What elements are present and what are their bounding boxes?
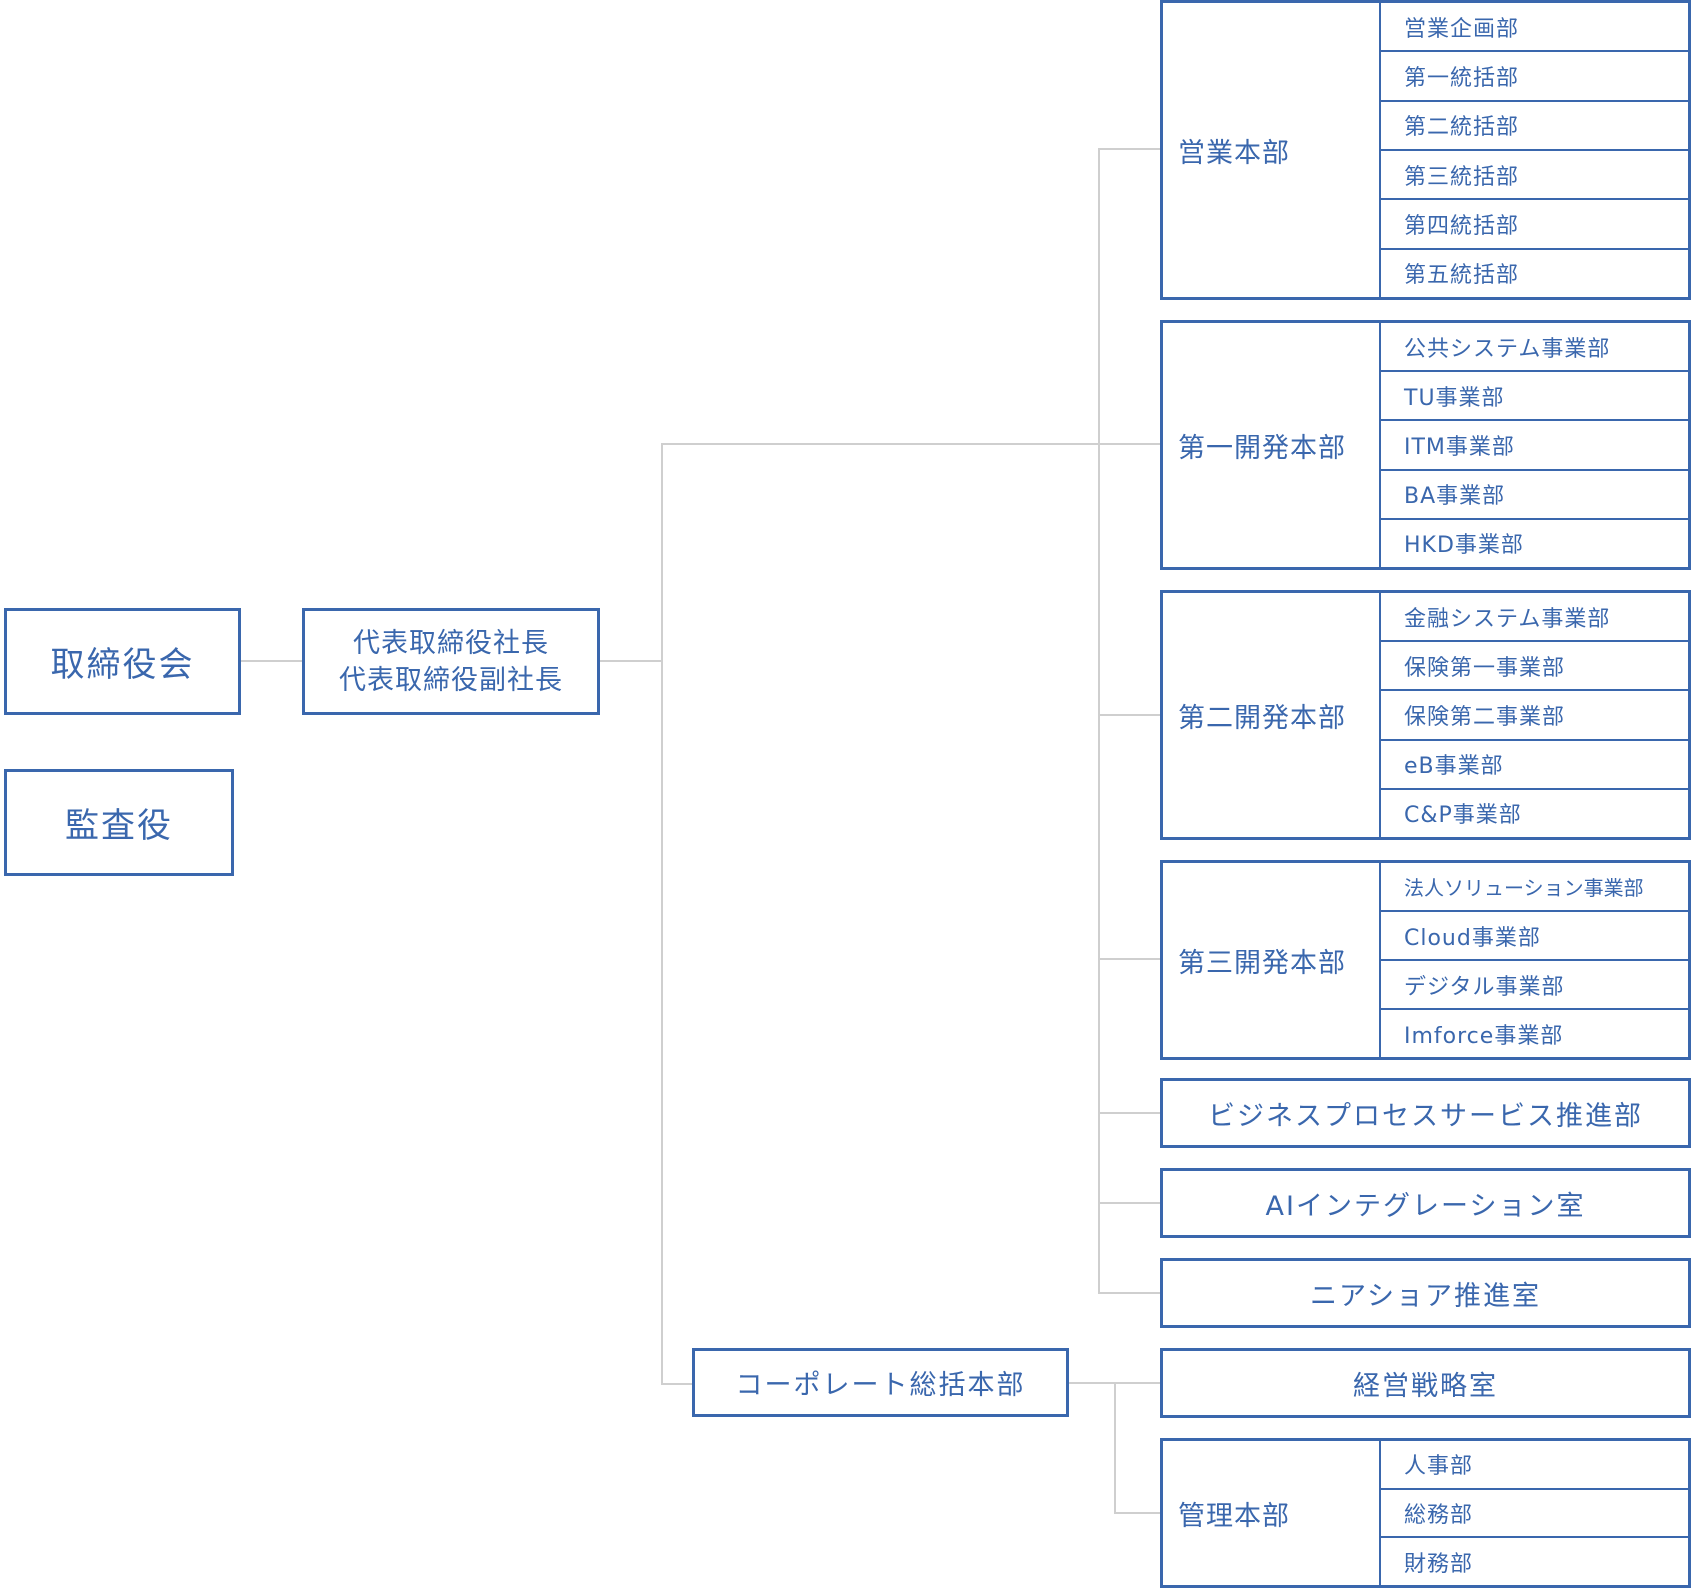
unit-item: 営業企画部 xyxy=(1381,3,1688,53)
corporate-box: コーポレート総括本部 xyxy=(692,1348,1069,1417)
sales-unit-list: 営業企画部 第一統括部 第二統括部 第三統括部 第四統括部 第五統括部 xyxy=(1381,3,1688,297)
unit-item: デジタル事業部 xyxy=(1381,961,1688,1010)
board-label: 取締役会 xyxy=(50,645,195,685)
unit-item: C&P事業部 xyxy=(1404,803,1522,829)
connector-bps xyxy=(1098,1112,1161,1114)
admin-unit-list: 人事部 総務部 財務部 xyxy=(1381,1441,1688,1585)
unit-item: 保険第一事業部 xyxy=(1381,642,1688,692)
unit-item: Cloud事業部 xyxy=(1381,912,1688,961)
nearshore-box: ニアショア推進室 xyxy=(1160,1258,1691,1328)
connector-dev3 xyxy=(1098,958,1161,960)
unit-item: 第二統括部 xyxy=(1381,102,1688,151)
admin-division: 管理本部 人事部 総務部 財務部 xyxy=(1160,1438,1691,1588)
dev2-division: 第二開発本部 金融システム事業部 保険第一事業部 保険第二事業部 eB事業部 C… xyxy=(1160,590,1691,840)
connector-spine xyxy=(1098,148,1100,1293)
unit-item: ITM事業部 xyxy=(1381,421,1688,471)
auditor-box: 監査役 xyxy=(4,769,234,876)
connector-sales xyxy=(1098,148,1161,150)
connector-board-president xyxy=(240,660,303,662)
unit-item: eB事業部 xyxy=(1381,741,1688,790)
connector-corporate-vertical xyxy=(1114,1382,1116,1513)
dev1-division: 第一開発本部 公共システム事業部 TU事業部 ITM事業部 BA事業部 HKD事… xyxy=(1160,320,1691,570)
unit-item: TU事業部 xyxy=(1381,372,1688,422)
dev3-unit-list: 法人ソリューション事業部 Cloud事業部 デジタル事業部 Imforce事業部 xyxy=(1381,863,1688,1057)
strategy-box: 経営戦略室 xyxy=(1160,1348,1691,1418)
connector-president-trunk xyxy=(599,660,662,662)
unit-item: 第三統括部 xyxy=(1381,151,1688,201)
nearshore-label: ニアショア推進室 xyxy=(1310,1280,1541,1312)
dev3-division-name: 第三開発本部 xyxy=(1163,863,1381,1057)
president-box: 代表取締役社長 代表取締役副社長 xyxy=(302,608,600,715)
bps-label: ビジネスプロセスサービス推進部 xyxy=(1208,1100,1643,1132)
sales-division: 営業本部 営業企画部 第一統括部 第二統括部 第三統括部 第四統括部 第五統括部 xyxy=(1160,0,1691,300)
unit-item: 財務部 xyxy=(1404,1551,1474,1577)
dev2-division-name: 第二開発本部 xyxy=(1163,593,1381,837)
connector-dev2 xyxy=(1098,714,1161,716)
corporate-label: コーポレート総括本部 xyxy=(735,1370,1026,1401)
ai-box: AIインテグレーション室 xyxy=(1160,1168,1691,1238)
strategy-label: 経営戦略室 xyxy=(1353,1370,1498,1402)
bps-box: ビジネスプロセスサービス推進部 xyxy=(1160,1078,1691,1148)
unit-item: 公共システム事業部 xyxy=(1381,323,1688,373)
unit-item: 第四統括部 xyxy=(1381,200,1688,250)
dev1-unit-list: 公共システム事業部 TU事業部 ITM事業部 BA事業部 HKD事業部 xyxy=(1381,323,1688,567)
connector-admin xyxy=(1114,1512,1161,1514)
unit-item: Imforce事業部 xyxy=(1404,1023,1564,1049)
connector-nearshore xyxy=(1098,1292,1161,1294)
unit-item: HKD事業部 xyxy=(1404,533,1524,559)
auditor-label: 監査役 xyxy=(65,806,173,846)
unit-item: 金融システム事業部 xyxy=(1381,593,1688,643)
unit-item: 法人ソリューション事業部 xyxy=(1381,863,1688,912)
unit-item: BA事業部 xyxy=(1381,471,1688,520)
unit-item: 人事部 xyxy=(1381,1441,1688,1490)
ai-label: AIインテグレーション室 xyxy=(1265,1190,1586,1222)
connector-trunk-corporate xyxy=(661,1383,693,1385)
sales-division-name: 営業本部 xyxy=(1163,3,1381,297)
dev2-unit-list: 金融システム事業部 保険第一事業部 保険第二事業部 eB事業部 C&P事業部 xyxy=(1381,593,1688,837)
connector-ai xyxy=(1098,1202,1161,1204)
board-box: 取締役会 xyxy=(4,608,241,715)
unit-item: 第五統括部 xyxy=(1404,263,1520,289)
president-line2: 代表取締役副社長 xyxy=(339,664,563,696)
connector-trunk-branch xyxy=(661,443,1161,445)
connector-trunk-vertical xyxy=(661,443,663,1384)
president-line1: 代表取締役社長 xyxy=(353,627,549,659)
dev3-division: 第三開発本部 法人ソリューション事業部 Cloud事業部 デジタル事業部 Imf… xyxy=(1160,860,1691,1060)
unit-item: 保険第二事業部 xyxy=(1381,691,1688,741)
unit-item: 総務部 xyxy=(1381,1490,1688,1539)
admin-division-name: 管理本部 xyxy=(1163,1441,1381,1585)
dev1-division-name: 第一開発本部 xyxy=(1163,323,1381,567)
unit-item: 第一統括部 xyxy=(1381,52,1688,102)
